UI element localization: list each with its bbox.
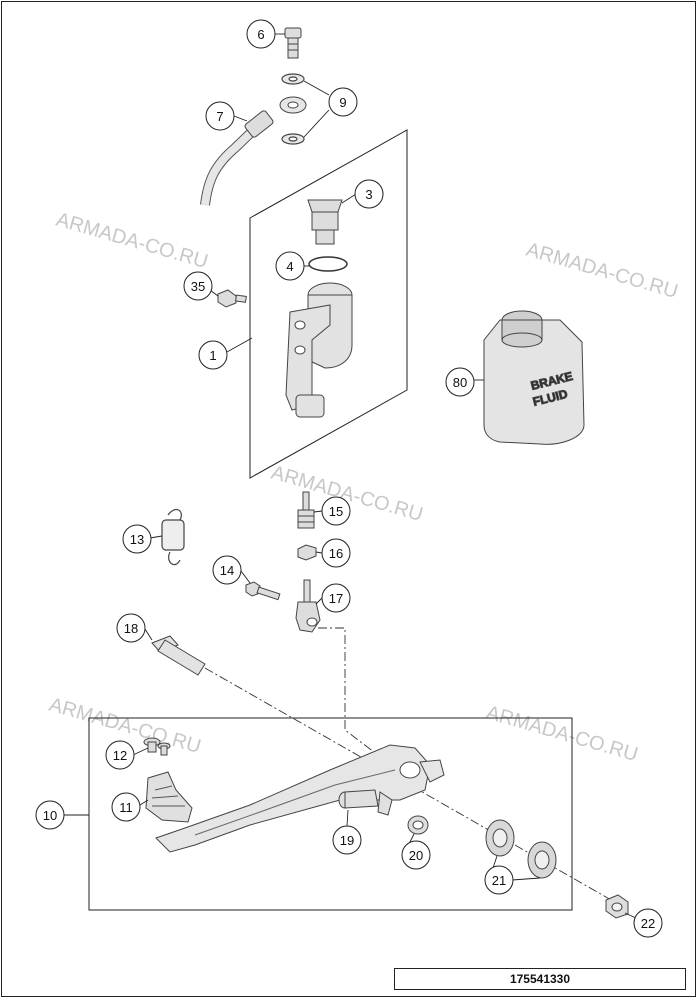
svg-text:20: 20 [409,848,423,863]
callout-3[interactable]: 3 [354,179,384,209]
svg-text:7: 7 [216,109,223,124]
svg-text:4: 4 [286,259,293,274]
axis-line-17 [318,627,396,769]
svg-text:21: 21 [492,873,506,888]
callout-22[interactable]: 22 [633,908,663,938]
part-6-banjo-bolt [284,27,302,59]
part-15-rod-end [297,491,315,529]
part-16-nut [297,544,317,561]
callout-35[interactable]: 35 [183,271,213,301]
part-21-bearings [485,819,557,879]
callout-21[interactable]: 21 [484,865,514,895]
part-17-clevis [295,579,321,633]
brake-pedal-group-box [88,717,573,911]
svg-text:13: 13 [130,532,144,547]
svg-text:3: 3 [365,187,372,202]
svg-text:22: 22 [641,916,655,931]
part-22-bolt [605,894,629,919]
svg-text:19: 19 [340,833,354,848]
part-19-pin [338,789,393,816]
part-10-brake-pedal [155,744,445,853]
part-13-spring [161,508,185,566]
svg-text:6: 6 [257,27,264,42]
svg-text:15: 15 [329,504,343,519]
svg-text:17: 17 [329,591,343,606]
svg-text:1: 1 [209,348,216,363]
callout-15[interactable]: 15 [321,496,351,526]
callout-11[interactable]: 11 [111,792,141,822]
part-35-bolt [217,289,247,308]
part-20-bush [407,815,429,835]
callout-9[interactable]: 9 [328,87,358,117]
callout-4[interactable]: 4 [275,251,305,281]
part-18-pin [151,635,206,676]
callout-13[interactable]: 13 [122,524,152,554]
svg-text:16: 16 [329,546,343,561]
svg-text:9: 9 [339,95,346,110]
part-1-master-cylinder [285,282,353,418]
svg-text:35: 35 [191,279,205,294]
callout-18[interactable]: 18 [116,613,146,643]
callout-12[interactable]: 12 [105,740,135,770]
callout-7[interactable]: 7 [205,101,235,131]
callout-16[interactable]: 16 [321,538,351,568]
callout-6[interactable]: 6 [246,19,276,49]
part-9-washers [281,73,305,145]
drawing-number: 175541330 [394,968,686,990]
part-4-o-ring [308,256,348,272]
callout-17[interactable]: 17 [321,583,351,613]
part-3-fitting [307,199,343,245]
master-cylinder-group-panel [249,129,408,479]
part-11-step-plate [145,771,193,823]
part-7-brake-hose [200,96,307,206]
part-80-brake-fluid-bottle: BRAKE FLUID [483,310,585,445]
svg-text:11: 11 [119,800,133,815]
callout-19[interactable]: 19 [332,825,362,855]
callout-20[interactable]: 20 [401,840,431,870]
callout-14[interactable]: 14 [212,555,242,585]
svg-text:12: 12 [113,748,127,763]
svg-text:80: 80 [453,375,467,390]
svg-text:18: 18 [124,621,138,636]
part-14-bolt [245,581,281,601]
callout-80[interactable]: 80 [445,367,475,397]
callouts: 6 9 7 3 4 35 1 80 15 13 16 14 17 18 12 1… [35,19,663,938]
svg-text:14: 14 [220,563,234,578]
part-12-screws [143,737,171,756]
callout-10[interactable]: 10 [35,800,65,830]
callout-1[interactable]: 1 [198,340,228,370]
svg-text:10: 10 [43,808,57,823]
